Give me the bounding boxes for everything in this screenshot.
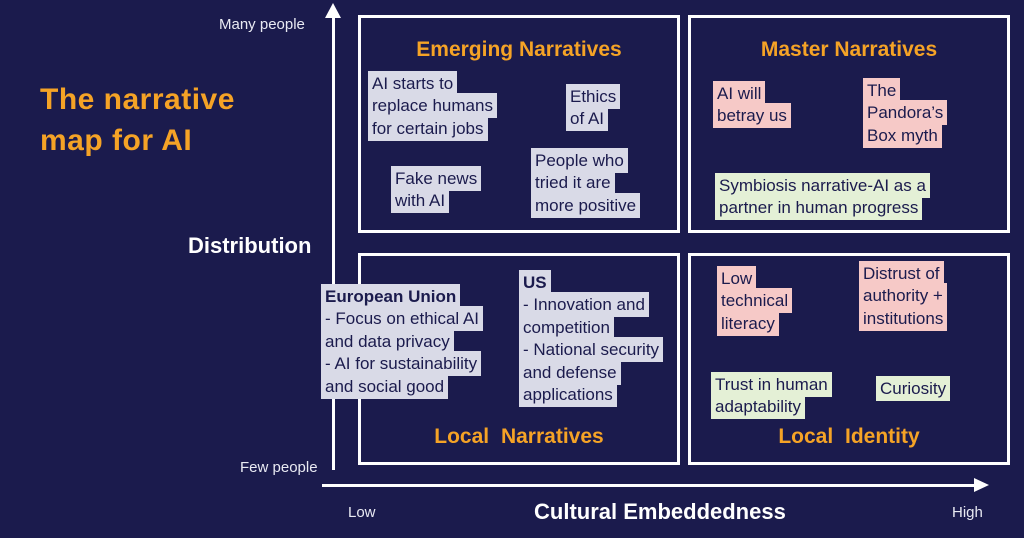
quadrant-title: Emerging Narratives [416, 38, 622, 61]
x-axis-min-label: Low [348, 504, 376, 521]
note-trust-adaptability: Trust in human adaptability [711, 372, 832, 420]
note-text: Distrust of authority + institutions [859, 261, 948, 331]
note-us: US - Innovation and competition - Nation… [519, 270, 664, 408]
note-symbiosis: Symbiosis narrative-AI as a partner in h… [715, 173, 930, 221]
x-axis-line [322, 484, 978, 487]
note-text: Fake news with AI [391, 166, 482, 214]
quadrant-title: Local Narratives [434, 425, 604, 448]
quadrant-emerging-narratives: Emerging Narratives AI starts to replace… [358, 15, 680, 233]
quadrant-title: Master Narratives [760, 38, 938, 61]
note-text: People who tried it are more positive [531, 148, 641, 218]
note-distrust-authority: Distrust of authority + institutions [859, 261, 948, 331]
note-text: Trust in human adaptability [711, 372, 832, 420]
y-axis-min-label: Few people [240, 459, 318, 476]
quadrant-local-narratives: Local Narratives European Union - Focus … [321, 253, 680, 465]
note-european-union: European Union - Focus on ethical AI and… [321, 284, 484, 399]
note-pandoras-box: The Pandora’s Box myth [863, 78, 948, 148]
note-text: - Innovation and competition - National … [519, 292, 664, 408]
note-header: European Union [321, 284, 461, 309]
note-text: AI starts to replace humans for certain … [368, 71, 497, 141]
x-axis-title: Cultural Embeddedness [534, 499, 786, 524]
note-curiosity: Curiosity [876, 376, 951, 401]
note-text: AI will betray us [713, 81, 791, 129]
quadrant-local-identity: Local Identity Low technical literacy Di… [688, 253, 1010, 465]
y-axis-line [332, 16, 335, 470]
note-ai-will-betray: AI will betray us [713, 81, 791, 129]
quadrant-title: Local Identity [778, 425, 920, 448]
note-text: - Focus on ethical AI and data privacy -… [321, 306, 484, 399]
note-text: Curiosity [876, 376, 951, 401]
arrow-right-icon [974, 478, 989, 492]
quadrant-master-narratives: Master Narratives AI will betray us The … [688, 15, 1010, 233]
note-ai-replace-jobs: AI starts to replace humans for certain … [368, 71, 497, 141]
note-header: US [519, 270, 551, 295]
note-ethics-of-ai: Ethics of AI [566, 84, 621, 132]
note-text: Ethics of AI [566, 84, 621, 132]
note-text: The Pandora’s Box myth [863, 78, 948, 148]
note-text: Symbiosis narrative-AI as a partner in h… [715, 173, 930, 221]
note-low-technical-literacy: Low technical literacy [717, 266, 793, 336]
note-text: Low technical literacy [717, 266, 793, 336]
y-axis-title: Distribution [188, 233, 312, 258]
x-axis-max-label: High [952, 504, 983, 521]
arrow-up-icon [325, 3, 341, 18]
note-fake-news: Fake news with AI [391, 166, 482, 214]
note-tried-more-positive: People who tried it are more positive [531, 148, 641, 218]
y-axis-max-label: Many people [219, 16, 305, 33]
page-title: The narrative map for AI [40, 83, 235, 157]
